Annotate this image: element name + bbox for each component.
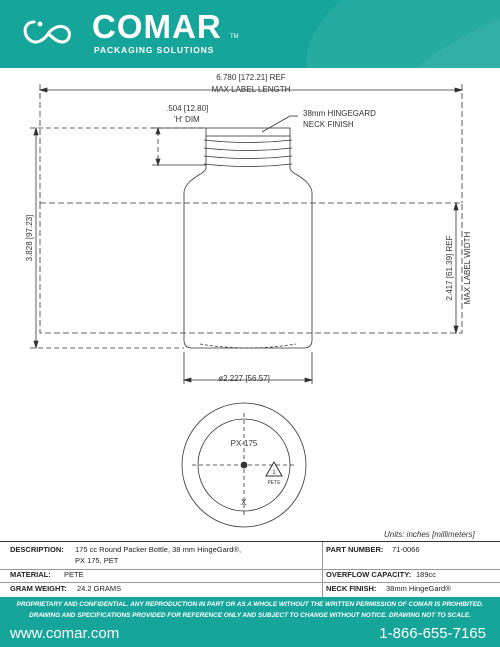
bottle-shoulder (289, 167, 313, 203)
neck-callout-text-2: NECK FINISH (303, 120, 354, 129)
trademark: TM (230, 34, 239, 40)
arrow-head (155, 158, 161, 167)
arrow-head (182, 377, 192, 383)
overflow-value: 189cc (416, 570, 437, 579)
base-code-text: PX-175 (231, 439, 258, 448)
recycle-label: PETE (267, 480, 281, 486)
brand-name: COMAR (92, 8, 222, 45)
bottle-neck-sides (205, 136, 291, 168)
overflow-label: OVERFLOW CAPACITY: (326, 570, 412, 579)
material-label: MATERIAL: (10, 570, 51, 579)
part-number-value: 71-0066 (392, 545, 420, 554)
bottle-shoulder (183, 167, 207, 203)
h-dim-text-2: 'H' DIM (174, 115, 200, 124)
bottle-base-line (199, 343, 297, 349)
neck-leader-line (261, 115, 291, 133)
neck-finish-label: NECK FINISH: (326, 584, 377, 593)
weight-label: GRAM WEIGHT: (10, 584, 67, 593)
arrow-head (38, 87, 48, 93)
footer-bar: www.comar.com 1-866-655-7165 (0, 623, 500, 647)
label-width-text: 2.417 [61.39] REF (445, 235, 454, 300)
diameter-text: ø2.227 [56.57] (218, 374, 270, 383)
website-link[interactable]: www.comar.com (10, 625, 120, 642)
disclaimer: PROPRIETARY AND CONFIDENTIAL. ANY REPROD… (0, 597, 500, 623)
base-x-text: X (241, 498, 247, 507)
spec-table: DESCRIPTION: 175 cc Round Packer Bottle,… (0, 541, 500, 597)
disclaimer-line-1: PROPRIETARY AND CONFIDENTIAL. ANY REPROD… (16, 601, 484, 608)
height-text: 3.828 [97.23] (25, 215, 34, 262)
arrow-head (454, 87, 464, 93)
neck-callout-text: 38mm HINGEGARD (303, 109, 376, 118)
recycle-number: 1 (272, 470, 276, 476)
description-label: DESCRIPTION: (10, 545, 64, 554)
units-note: Units: inches [millimeters] (384, 530, 475, 539)
phone-number[interactable]: 1-866-655-7165 (379, 625, 486, 642)
description-value: 175 cc Round Packer Bottle, 38 mm HingeG… (75, 545, 242, 554)
part-number-label: PART NUMBER: (326, 545, 384, 554)
label-length-text: 6.780 [172.21] REF (216, 73, 285, 82)
arrow-head (33, 340, 39, 350)
technical-drawing: 6.780 [172.21] REF MAX LABEL LENGTH .504… (25, 73, 472, 528)
arrow-head (304, 377, 314, 383)
arrow-head (453, 201, 459, 211)
material-value: PETE (64, 570, 84, 579)
disclaimer-line-2: DRAWING AND SPECIFICATIONS PROVIDED FOR … (29, 612, 471, 619)
recycle-icon (265, 460, 283, 477)
comar-logo-icon (23, 20, 71, 44)
arrow-head (155, 126, 161, 135)
label-area (39, 202, 463, 334)
weight-value: 24.2 GRAMS (77, 584, 122, 593)
neck-threads (203, 139, 293, 167)
base-outer-circle (181, 402, 307, 528)
table-row: DESCRIPTION: 175 cc Round Packer Bottle,… (0, 542, 500, 570)
table-row: MATERIAL: PETE OVERFLOW CAPACITY: 189cc (0, 569, 500, 583)
neck-finish-value: 38mm HingeGard® (386, 584, 451, 593)
arrow-head (453, 325, 459, 335)
h-dim-text: .504 [12.80] (166, 104, 208, 113)
header-banner: COMAR TM PACKAGING SOLUTIONS (0, 0, 500, 68)
table-row: GRAM WEIGHT: 24.2 GRAMS NECK FINISH: 38m… (0, 582, 500, 596)
arrow-head (33, 126, 39, 136)
brand-tagline: PACKAGING SOLUTIONS (94, 45, 215, 55)
bottle-body (183, 203, 313, 349)
bottle-neck-top (205, 127, 291, 137)
description-value-2: PX 175, PET (75, 556, 119, 565)
label-length-text-2: MAX LABEL LENGTH (212, 85, 291, 94)
label-width-text-2: MAX LABEL WIDTH (463, 231, 472, 304)
